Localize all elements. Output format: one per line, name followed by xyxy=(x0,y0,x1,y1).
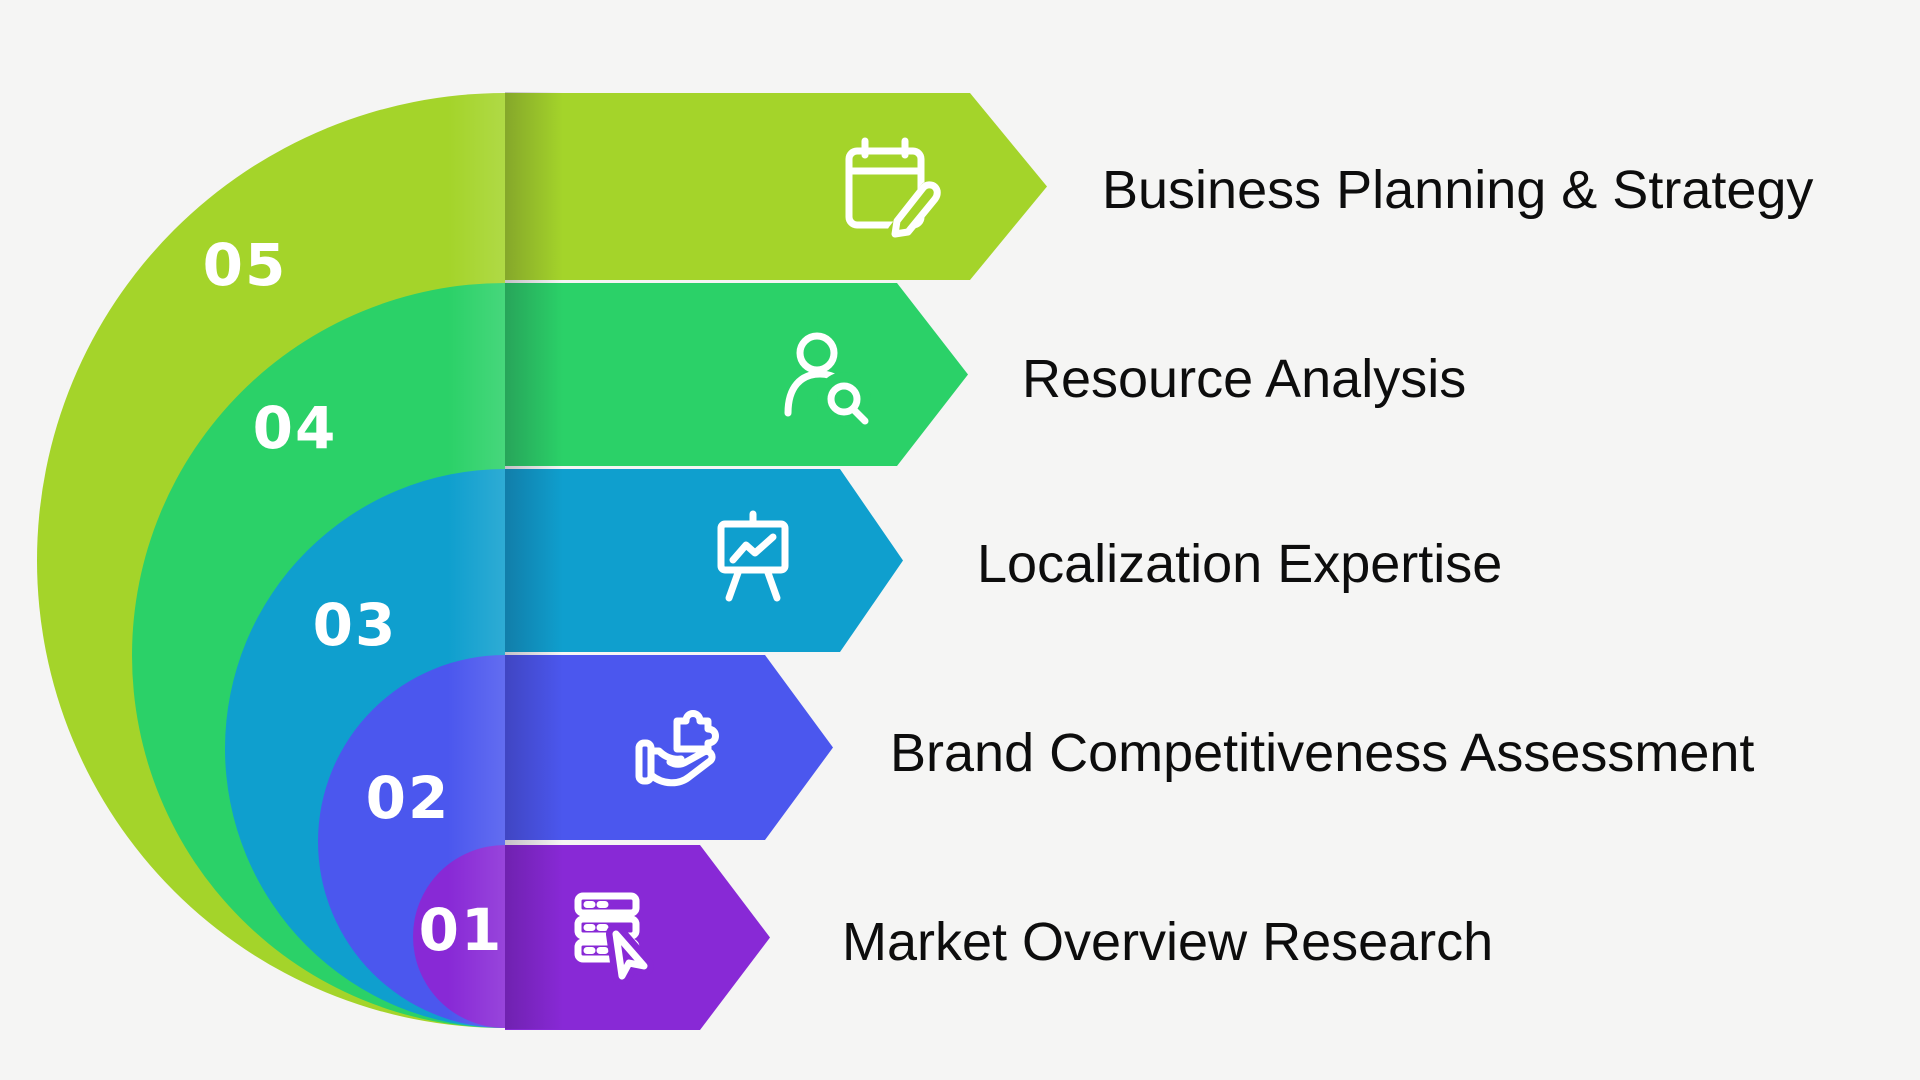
step-05-arrow-banner xyxy=(505,93,1047,280)
step-number: 04 xyxy=(252,394,338,462)
step-number: 03 xyxy=(312,591,398,659)
step-label: Market Overview Research xyxy=(842,912,1494,972)
step-number: 02 xyxy=(365,764,451,832)
step-02-arrow-banner xyxy=(505,655,833,840)
server-cursor-icon xyxy=(574,892,654,986)
step-number: 01 xyxy=(418,896,504,964)
calendar-edit-icon xyxy=(845,137,941,243)
user-search-icon xyxy=(784,332,871,426)
step-04-arrow-banner xyxy=(505,283,968,466)
hand-puzzle-icon xyxy=(635,710,719,787)
step-label: Localization Expertise xyxy=(977,534,1503,594)
step-03-arrow-banner xyxy=(505,469,903,652)
step-label: Business Planning & Strategy xyxy=(1102,160,1814,220)
step-number: 05 xyxy=(202,231,288,299)
step-label: Resource Analysis xyxy=(1022,349,1467,409)
step-01-arc xyxy=(413,845,505,1028)
step-label: Brand Competitiveness Assessment xyxy=(890,723,1755,783)
presentation-chart-icon xyxy=(717,510,789,602)
